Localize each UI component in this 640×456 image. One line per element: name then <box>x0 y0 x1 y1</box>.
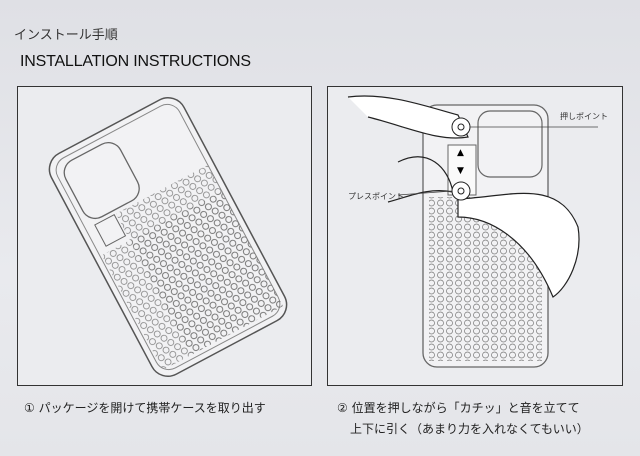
title-japanese: インストール手順 <box>14 28 118 43</box>
step2-caption-line2: 上下に引く（あまり力を入れなくてもいい） <box>350 422 589 436</box>
hands-pressing-case-illustration: ▲ ▼ <box>347 95 598 368</box>
arrow-down-icon: ▼ <box>457 166 464 176</box>
title-english: INSTALLATION INSTRUCTIONS <box>20 53 251 70</box>
arrow-up-icon: ▲ <box>457 148 464 158</box>
push-point-label: 押しポイント <box>560 112 608 121</box>
step1-illustration-panel <box>17 86 312 386</box>
phone-case-illustration <box>48 97 288 377</box>
step2-illustration-panel: ▲ ▼ 押しポイント プレスポイント <box>327 86 623 386</box>
step1-caption: ① パッケージを開けて携帯ケースを取り出す <box>24 401 266 415</box>
step2-caption-line1: ② 位置を押しながら「カチッ」と音を立てて <box>337 401 580 415</box>
press-point-label: プレスポイント <box>348 192 404 201</box>
